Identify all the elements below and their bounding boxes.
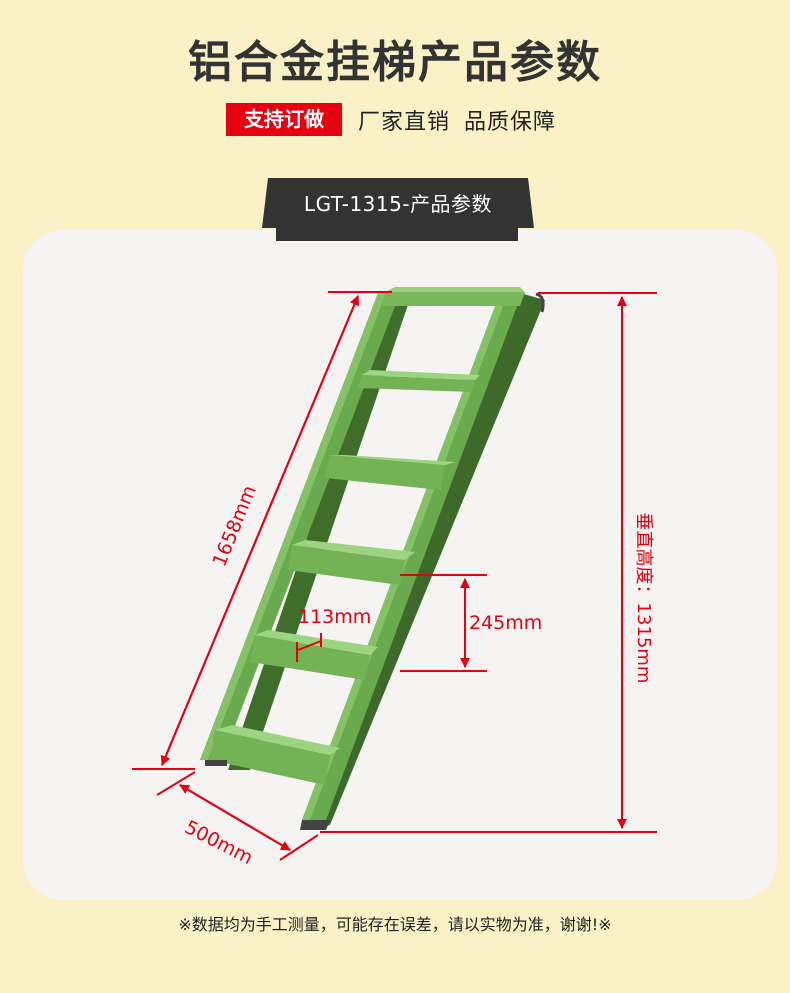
model-banner-label: LGT-1315-产品参数 (303, 192, 493, 216)
step-depth-label: 113mm (298, 606, 372, 628)
measurement-disclaimer: ※数据均为手工测量，可能存在误差，请以实物为准，谢谢!※ (178, 915, 612, 934)
custom-order-badge: 支持订做 (226, 103, 342, 136)
step-spacing-label: 245mm (469, 612, 543, 634)
ladder-image (200, 287, 545, 830)
factory-direct-text: 厂家直销 (358, 109, 451, 135)
vertical-height-label: 垂直高度：1315mm (633, 512, 654, 684)
model-banner (262, 178, 534, 241)
subtitle-row: 支持订做 厂家直销 品质保障 (226, 103, 556, 136)
page-title: 铝合金挂梯产品参数 (188, 37, 602, 88)
quality-assured-text: 品质保障 (464, 109, 557, 135)
